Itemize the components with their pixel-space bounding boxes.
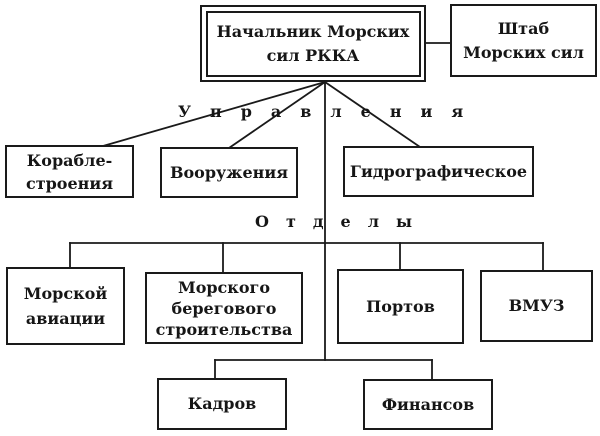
otdel-box-finansov: Финансов bbox=[363, 379, 493, 430]
group-label-otdely: Отделы bbox=[255, 212, 430, 231]
group-label-upravleniya: Управления bbox=[178, 102, 483, 121]
upravlenie-box-gidrograficheskoe: Гидрографическое bbox=[343, 146, 534, 197]
upravlenie-box-vooruzheniya: Вооружения bbox=[160, 147, 298, 198]
box-label-line: Кадров bbox=[187, 394, 257, 413]
upravlenie-box-korablestroeniya: Корабле- строения bbox=[5, 145, 134, 198]
head-box-label-line2: сил РККА bbox=[266, 45, 360, 65]
box-label-line: Гидрографическое bbox=[349, 161, 528, 181]
box-label-line: авиации bbox=[25, 309, 106, 328]
otdel-box-morskogo-beregovogo-stroitelstva: Морского берегового строительства bbox=[145, 272, 303, 344]
box-label-line: строения bbox=[25, 173, 114, 193]
box-label-line: Вооружения bbox=[169, 162, 289, 182]
staff-box-label-line2: Морских сил bbox=[463, 42, 584, 62]
box-label-line: ВМУЗ bbox=[508, 296, 565, 315]
staff-box-label-line1: Штаб bbox=[497, 18, 550, 38]
head-box-inner-frame: Начальник Морских сил РККА bbox=[205, 10, 421, 77]
box-label-line: берегового bbox=[171, 298, 277, 318]
staff-box-shtab-morskih-sil: Штаб Морских сил bbox=[450, 4, 597, 77]
box-label-line: Портов bbox=[366, 296, 435, 316]
box-label-line: Морского bbox=[177, 277, 270, 297]
connector-head-gidrograficheskoe bbox=[323, 80, 422, 149]
box-label-line: Морской bbox=[23, 284, 108, 303]
box-label-line: Корабле- bbox=[26, 150, 113, 170]
head-box-label-line1: Начальник Морских bbox=[216, 21, 410, 41]
box-label-line: Финансов bbox=[381, 394, 475, 414]
otdel-box-vmuz: ВМУЗ bbox=[480, 270, 593, 342]
box-label-line: строительства bbox=[155, 319, 293, 339]
otdel-box-kadrov: Кадров bbox=[157, 378, 287, 430]
otdel-box-morskoy-aviatsii: Морской авиации bbox=[6, 267, 125, 345]
otdel-box-portov: Портов bbox=[337, 269, 464, 344]
connector-head-vooruzheniya bbox=[227, 80, 327, 150]
connector-head-korablestroeniya bbox=[101, 80, 327, 148]
head-box-nachalnik-morskih-sil: Начальник Морских сил РККА bbox=[200, 5, 426, 82]
